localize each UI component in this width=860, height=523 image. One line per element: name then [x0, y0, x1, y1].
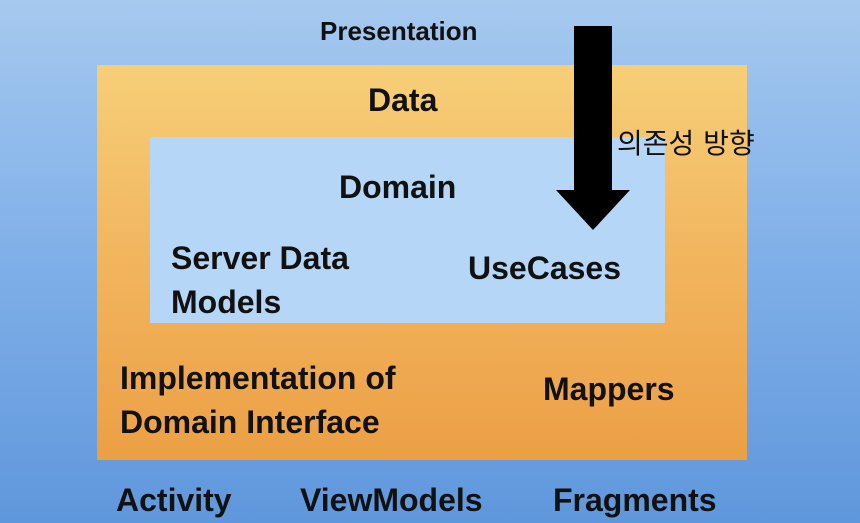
implementation-label: Implementation of Domain Interface [120, 356, 460, 444]
usecases-label: UseCases [468, 250, 621, 286]
down-arrow-icon [556, 26, 630, 230]
implementation-text: Implementation of Domain Interface [120, 360, 396, 440]
fragments-label: Fragments [553, 482, 717, 518]
dependency-direction-label: 의존성 방향 [617, 127, 755, 160]
data-title: Data [368, 82, 438, 118]
server-data-models-label: Server Data Models [171, 236, 391, 324]
domain-title: Domain [339, 169, 457, 205]
activity-label: Activity [116, 482, 232, 518]
mappers-label: Mappers [543, 371, 675, 407]
presentation-title: Presentation [320, 16, 478, 46]
server-data-models-text: Server Data Models [171, 240, 349, 320]
viewmodels-label: ViewModels [300, 482, 483, 518]
